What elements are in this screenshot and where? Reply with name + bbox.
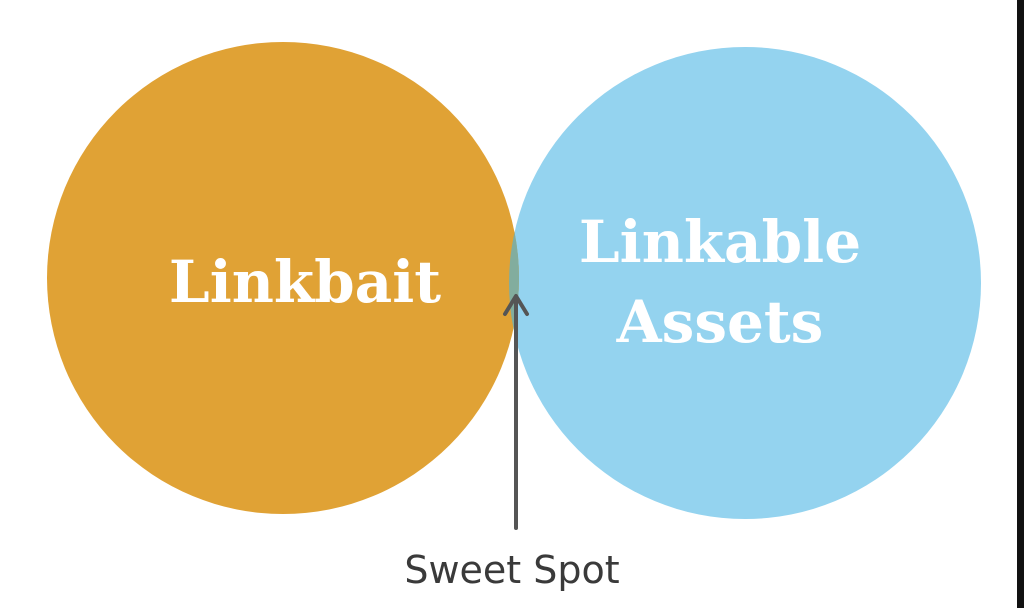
linkable-label: Linkable [579, 208, 861, 276]
sweet-spot-label: Sweet Spot [404, 548, 619, 592]
assets-label: Assets [616, 288, 824, 356]
set-circle-linkable-assets [509, 47, 981, 519]
sweet-spot-arrowhead-icon [503, 294, 529, 316]
right-edge-border [1017, 0, 1024, 608]
set-circle-linkbait [47, 42, 519, 514]
linkbait-label: Linkbait [169, 248, 441, 316]
